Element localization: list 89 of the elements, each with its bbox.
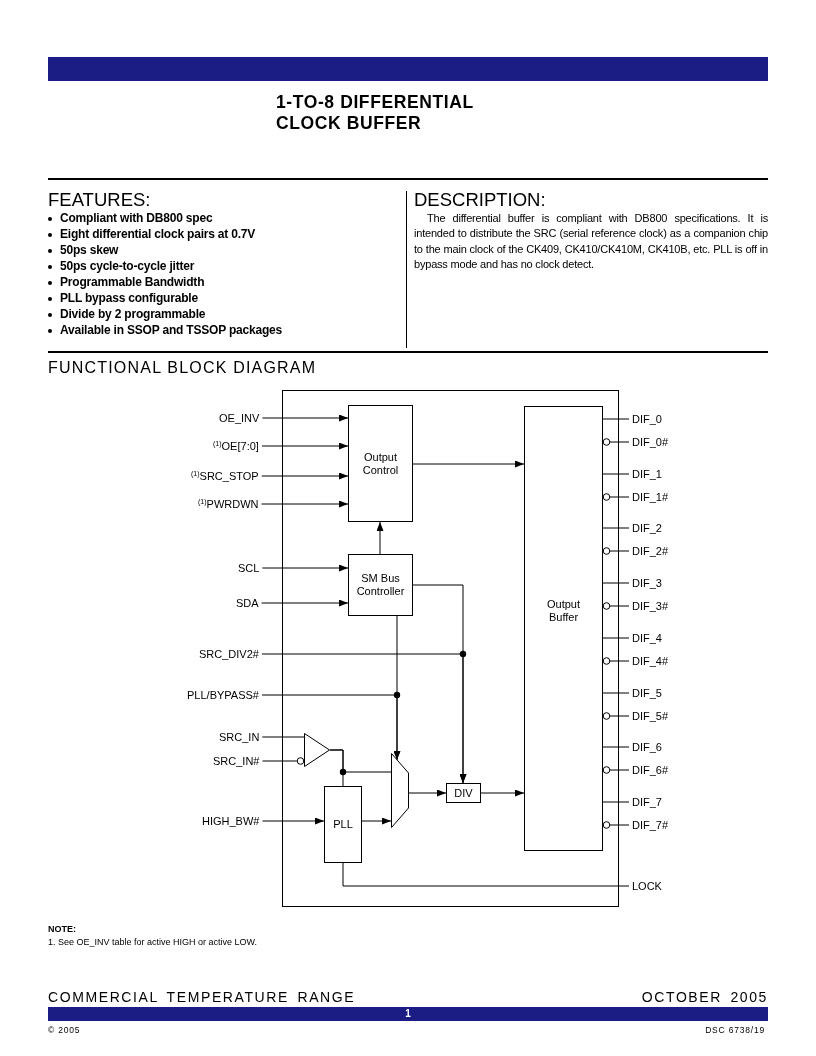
note-text: 1. See OE_INV table for active HIGH or active LOW. — [48, 936, 258, 948]
signal-label: SRC_IN — [219, 730, 263, 744]
pin-label: DIF_6 — [629, 740, 662, 754]
pin-label: DIF_7# — [629, 818, 669, 832]
connector-line — [342, 862, 630, 887]
arrow — [262, 817, 325, 825]
amplifier-symbol — [304, 733, 330, 767]
feature-item: 50ps cycle-to-cycle jitter — [60, 259, 195, 273]
function-block: DIV — [446, 783, 481, 803]
signal-label: SRC_IN# — [213, 754, 263, 768]
signal-label: HIGH_BW# — [202, 814, 263, 828]
arrow — [261, 653, 467, 784]
signal-label: $^{(1)}$OE[7:0] — [213, 439, 262, 453]
pin-label: DIF_4# — [629, 654, 669, 668]
connector-line — [602, 473, 630, 475]
pin-label: DIF_5# — [629, 709, 669, 723]
signal-label: $^{(1)}$SRC_STOP — [191, 469, 262, 483]
arrow — [261, 500, 349, 508]
pin-label: DIF_1 — [629, 467, 662, 481]
multiplexer-symbol — [391, 753, 409, 828]
signal-label: SDA — [236, 596, 262, 610]
signal-label: PLL/BYPASS# — [187, 688, 262, 702]
document-number: DSC 6738/19 — [705, 1025, 765, 1036]
feature-item: Available in SSOP and TSSOP packages — [60, 323, 282, 337]
connector-line — [602, 493, 630, 501]
connector-line — [602, 712, 630, 720]
arrow — [376, 521, 384, 555]
connector-line — [602, 821, 630, 829]
pin-label: DIF_0 — [629, 412, 662, 426]
arrow — [480, 789, 525, 797]
section-heading: DESCRIPTION: — [414, 189, 546, 211]
page-title: 1-TO-8 DIFFERENTIAL CLOCK BUFFER — [276, 92, 475, 133]
feature-item: 50ps skew — [60, 243, 119, 257]
pin-label: DIF_7 — [629, 795, 662, 809]
section-heading: FUNCTIONAL BLOCK DIAGRAM — [48, 358, 317, 377]
feature-item: Compliant with DB800 spec — [60, 211, 213, 225]
pin-label: DIF_2 — [629, 521, 662, 535]
date-text: OCTOBER 2005 — [641, 988, 768, 1006]
footer-text: COMMERCIAL TEMPERATURE RANGE — [48, 988, 356, 1006]
section-heading: FEATURES: — [48, 189, 151, 211]
pin-label: LOCK — [629, 879, 662, 893]
connector-line — [602, 438, 630, 446]
arrow — [361, 817, 392, 825]
arrow — [261, 564, 349, 572]
function-block: PLL — [324, 786, 362, 863]
arrow — [261, 472, 349, 480]
pin-label: DIF_1# — [629, 490, 669, 504]
arrow — [261, 414, 349, 422]
function-block: SM Bus Controller — [348, 554, 413, 616]
feature-item: PLL bypass configurable — [60, 291, 198, 305]
note-heading: NOTE: — [48, 923, 76, 935]
pin-label: DIF_0# — [629, 435, 669, 449]
description-text: The differential buffer is compliant with DB800 specifications. It is intended to distribute the SRC (serial reference clock) as a companion chip to the main clock of the CK409, CK410/CK410M, CK410B, etc. PLL is off in bypass mode and has no clock detect. — [414, 211, 768, 273]
arrow — [261, 599, 349, 607]
connector-line — [261, 736, 305, 738]
signal-label: $^{(1)}$PWRDWN — [198, 497, 262, 511]
connector-line — [602, 547, 630, 555]
pin-label: DIF_6# — [629, 763, 669, 777]
chip-outline — [282, 390, 619, 907]
connector-line — [602, 418, 630, 420]
function-block: Output Buffer — [524, 406, 603, 851]
copyright-text: © 2005 — [48, 1025, 81, 1036]
connector-line — [602, 801, 630, 803]
connector-line — [602, 637, 630, 639]
pin-label: DIF_3# — [629, 599, 669, 613]
connector-line — [602, 582, 630, 584]
arrow — [261, 442, 349, 450]
signal-label: OE_INV — [219, 411, 263, 425]
pin-label: DIF_2# — [629, 544, 669, 558]
connector-line — [602, 527, 630, 529]
arrow — [412, 460, 525, 468]
feature-item: Programmable Bandwidth — [60, 275, 205, 289]
pin-label: DIF_4 — [629, 631, 662, 645]
connector-line — [329, 749, 344, 787]
connector-line — [262, 757, 305, 765]
connector-line — [602, 657, 630, 665]
connector-line — [602, 692, 630, 694]
arrow — [408, 789, 447, 797]
function-block: Output Control — [348, 405, 413, 522]
feature-item: Eight differential clock pairs at 0.7V — [60, 227, 256, 241]
connector-line — [602, 766, 630, 774]
feature-item: Divide by 2 programmable — [60, 307, 206, 321]
page-number: 1 — [405, 1008, 411, 1020]
connector-line — [602, 602, 630, 610]
signal-label: SRC_DIV2# — [199, 647, 262, 661]
signal-label: SCL — [238, 561, 263, 575]
pin-label: DIF_3 — [629, 576, 662, 590]
connector-line — [602, 746, 630, 748]
pin-label: DIF_5 — [629, 686, 662, 700]
